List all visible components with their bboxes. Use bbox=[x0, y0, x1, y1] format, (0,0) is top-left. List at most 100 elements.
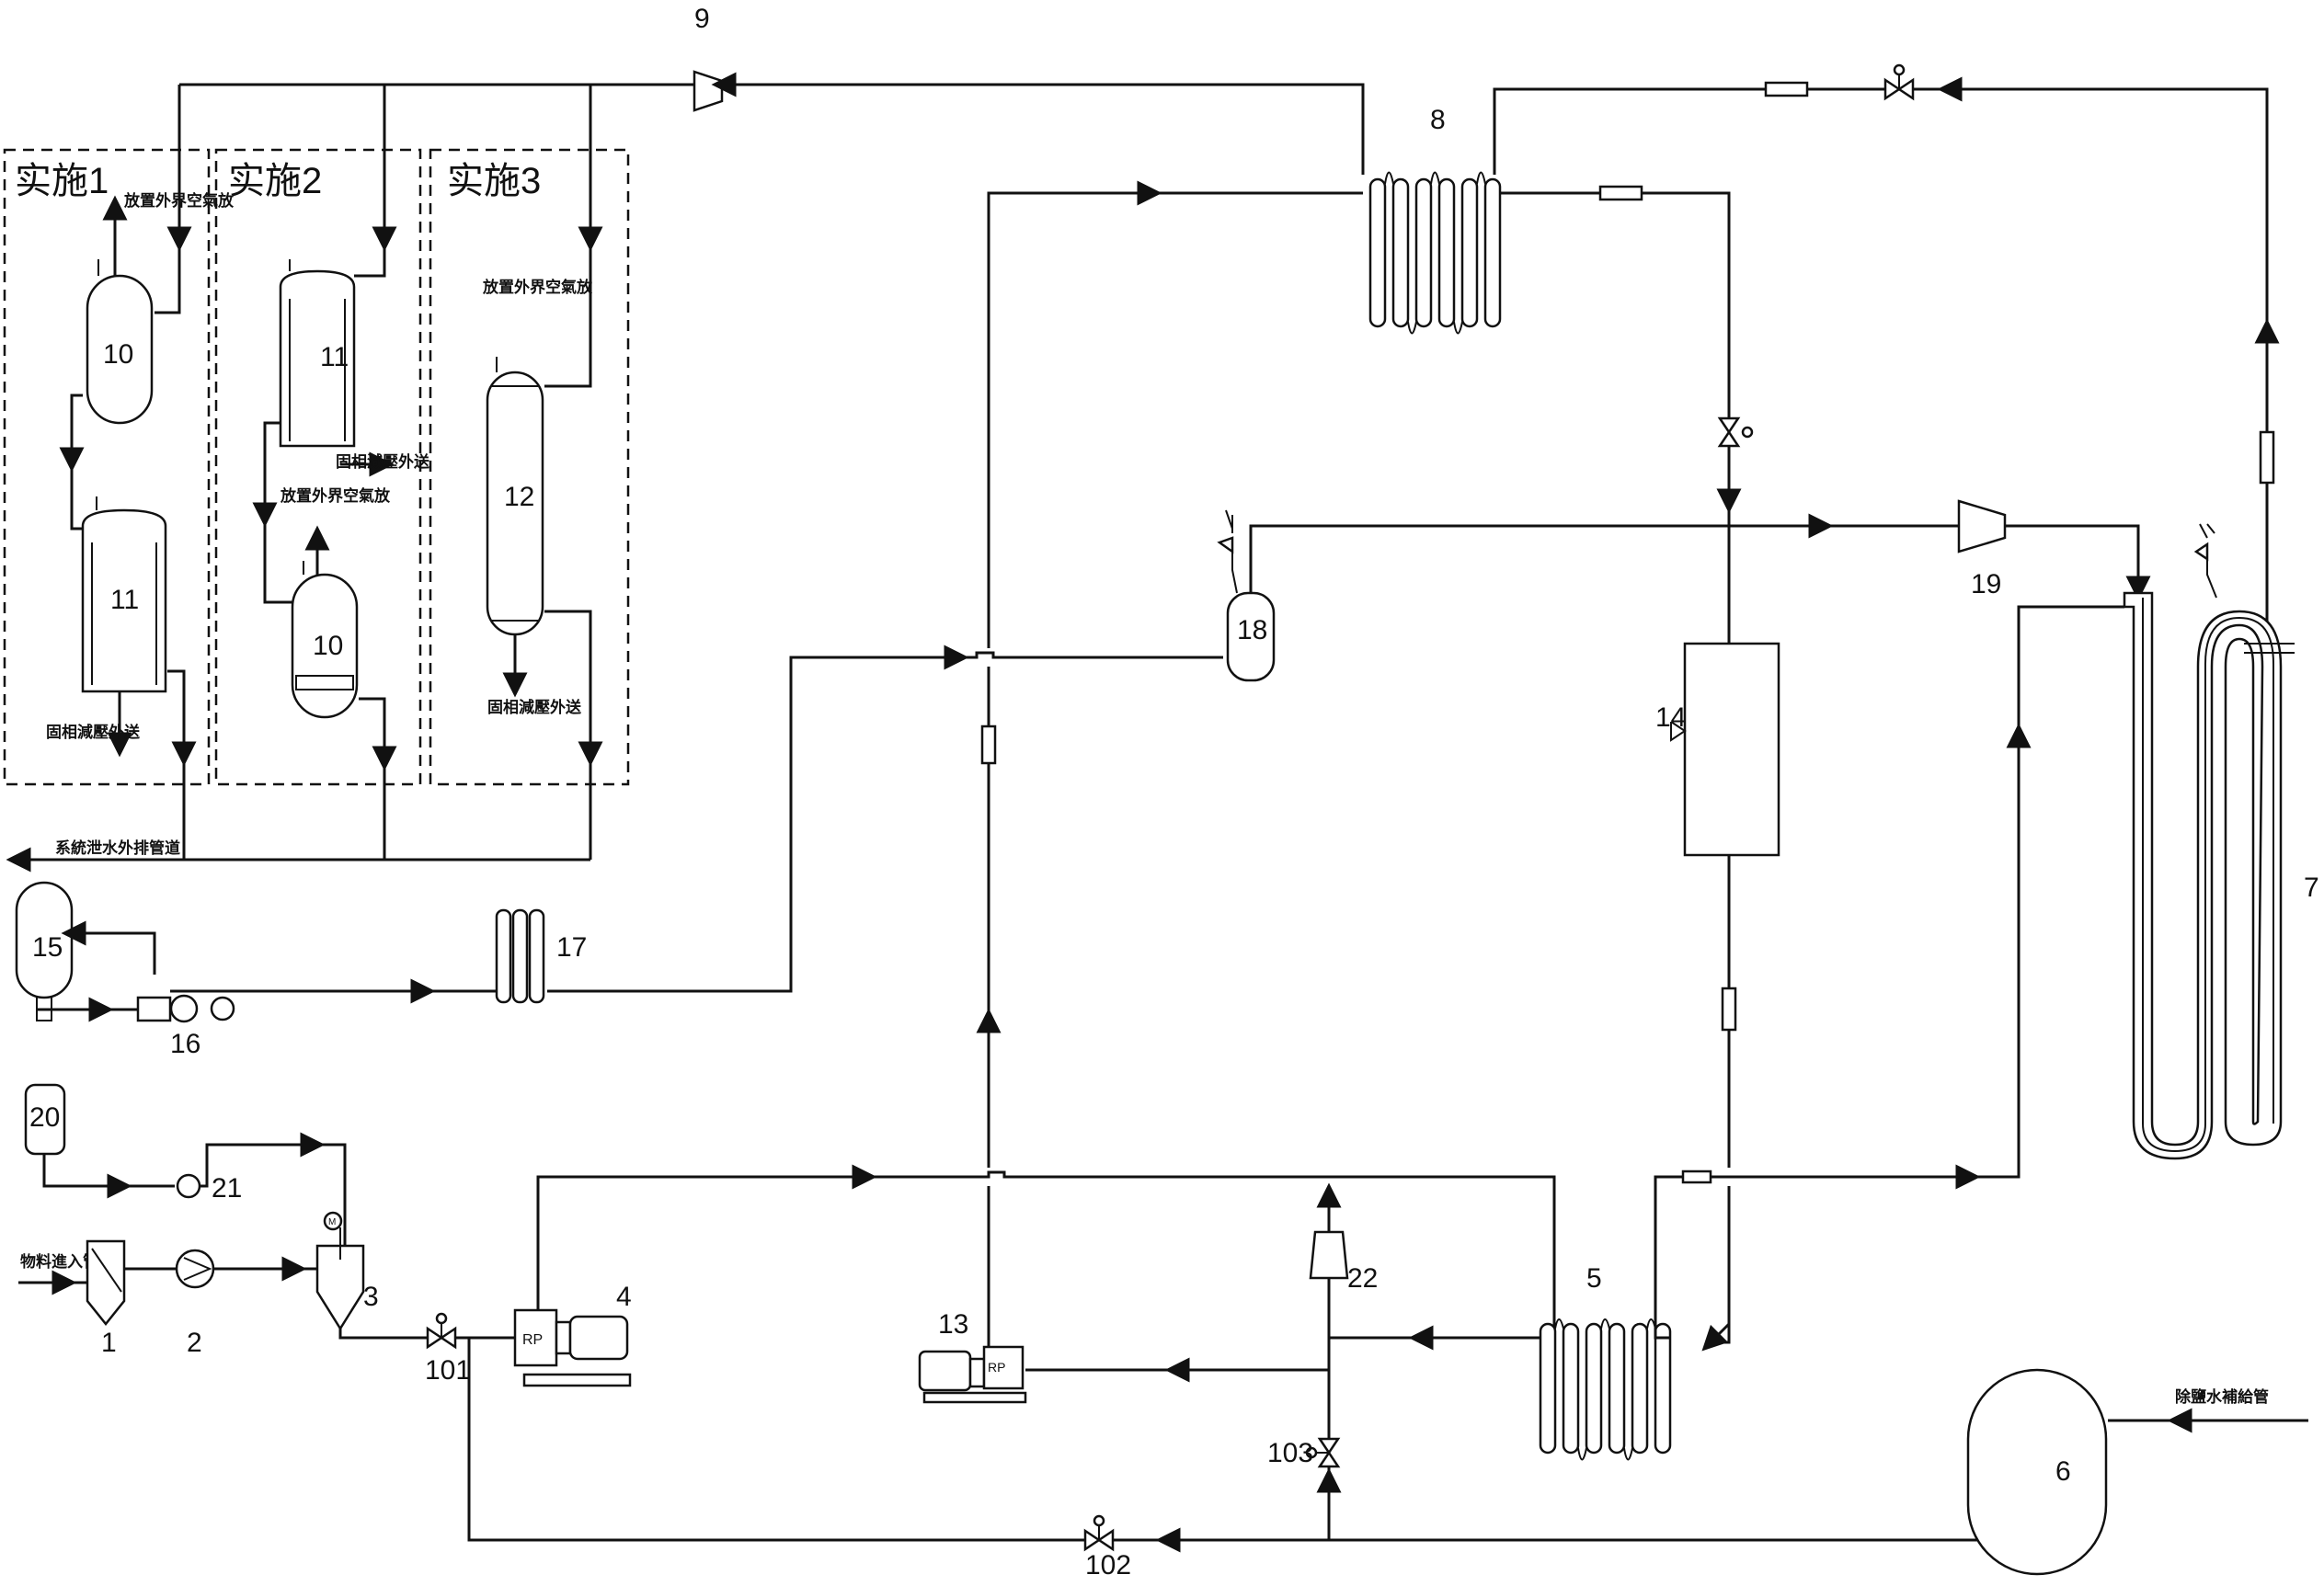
compressor-9: 9 bbox=[693, 4, 724, 112]
note-z1-solid: 固相減壓外送 bbox=[46, 723, 141, 741]
heat-exchanger-7: 7 bbox=[2123, 591, 2319, 1160]
label-11a: 11 bbox=[110, 585, 139, 615]
note-z3-vent: 放置外界空氣放 bbox=[482, 278, 593, 296]
drain-zone-2 bbox=[359, 697, 386, 860]
circulation-pump-4: RP 4 bbox=[513, 1282, 632, 1387]
label-22: 22 bbox=[1347, 1263, 1378, 1294]
flash-tank-18: 18 bbox=[1226, 591, 1276, 682]
drain-zone-3 bbox=[544, 610, 592, 860]
line-3-to-4 bbox=[338, 1329, 515, 1340]
label-8: 8 bbox=[1430, 105, 1446, 135]
tank-20: 20 bbox=[24, 1083, 66, 1156]
label-rp-4: RP bbox=[522, 1332, 543, 1348]
line-17-to-18 bbox=[547, 651, 1223, 993]
vacuum-22: 22 bbox=[1309, 1230, 1378, 1294]
label-21: 21 bbox=[212, 1173, 242, 1204]
line-5-right-riser bbox=[1654, 1175, 1683, 1340]
reactor-14: 14 bbox=[1655, 642, 1780, 857]
line-14-lower bbox=[1715, 855, 1731, 1344]
valve-101: 101 bbox=[425, 1312, 471, 1386]
compressor-19: 19 bbox=[1957, 499, 2007, 599]
drain-zone-1 bbox=[167, 669, 186, 860]
safety-valve-18 bbox=[1217, 509, 1238, 594]
flowmeter-7 bbox=[2259, 430, 2275, 485]
zone-embodiment-2: 实施2 bbox=[214, 148, 422, 786]
valve-102: 102 bbox=[1083, 1514, 1131, 1580]
valve-103: 103 bbox=[1267, 1437, 1341, 1468]
pump-13: RP 13 bbox=[918, 1309, 1027, 1404]
pump-16: 16 bbox=[136, 994, 235, 1059]
label-5: 5 bbox=[1586, 1263, 1602, 1294]
flowmeter-5 bbox=[1681, 1170, 1712, 1184]
line-8-to-14 bbox=[1499, 191, 1731, 501]
pump-2: 2 bbox=[175, 1249, 215, 1358]
condenser-5: 5 bbox=[1539, 1263, 1672, 1461]
line-10-to-11-zone-1 bbox=[70, 394, 83, 531]
label-4: 4 bbox=[616, 1282, 632, 1312]
pump-21: 21 bbox=[176, 1173, 242, 1204]
label-103: 103 bbox=[1267, 1438, 1313, 1468]
vessel-10-zone-2: 10 bbox=[291, 573, 359, 719]
zone-3-title: 实施3 bbox=[447, 161, 541, 201]
mixer-3: M 3 bbox=[315, 1211, 379, 1331]
label-16: 16 bbox=[170, 1029, 200, 1059]
note-z3-solid: 固相減壓外送 bbox=[487, 698, 582, 716]
label-3: 3 bbox=[363, 1282, 379, 1312]
line-13-riser-top bbox=[987, 191, 1363, 648]
heater-17: 17 bbox=[495, 908, 587, 1004]
line-19-to-7 bbox=[2005, 524, 2151, 601]
label-12: 12 bbox=[504, 482, 534, 512]
label-1: 1 bbox=[101, 1328, 117, 1358]
note-z2-solid: 固相減壓外送 bbox=[336, 452, 430, 471]
flowmeter-13 bbox=[980, 725, 997, 765]
column-12-zone-3: 12 bbox=[486, 371, 544, 636]
label-20: 20 bbox=[29, 1102, 60, 1133]
valve-8-top bbox=[1883, 63, 1915, 101]
evaporator-8: 8 bbox=[1368, 105, 1502, 335]
label-15: 15 bbox=[32, 932, 63, 963]
safety-valve-7 bbox=[2193, 523, 2217, 599]
zone-embodiment-1: 实施1 bbox=[3, 148, 211, 786]
reactor-11-zone-2: 11 bbox=[279, 269, 356, 448]
label-17: 17 bbox=[556, 932, 587, 963]
recirc-to-15 bbox=[61, 920, 156, 975]
line-5-to-13 bbox=[1025, 1336, 1540, 1372]
branch-arrows bbox=[166, 147, 603, 252]
flowmeter-14 bbox=[1721, 987, 1737, 1032]
label-102: 102 bbox=[1085, 1550, 1131, 1580]
line-21-to-3 bbox=[200, 1143, 347, 1246]
label-101: 101 bbox=[425, 1355, 471, 1386]
zone-embodiment-3: 实施3 bbox=[429, 148, 630, 786]
filter-1: 1 bbox=[86, 1239, 126, 1358]
note-z2-vent: 放置外界空氣放 bbox=[280, 486, 391, 505]
line-11-to-10-zone-2 bbox=[263, 421, 292, 604]
tank-6: 6 bbox=[1966, 1368, 2108, 1576]
flowmeter-8-top bbox=[1764, 81, 1809, 97]
line-4-out bbox=[536, 1170, 1556, 1333]
label-13: 13 bbox=[938, 1309, 968, 1340]
flowmeter-8 bbox=[1598, 185, 1643, 201]
line-18-to-19 bbox=[1249, 524, 1959, 593]
label-19: 19 bbox=[1971, 569, 2001, 599]
zone-1-title: 实施1 bbox=[15, 161, 109, 201]
tank-15: 15 bbox=[15, 881, 74, 1021]
label-9: 9 bbox=[694, 4, 710, 34]
label-motor-3: M bbox=[328, 1217, 336, 1227]
label-7: 7 bbox=[2304, 873, 2319, 903]
label-14: 14 bbox=[1655, 702, 1686, 733]
line-8-top-to-7 bbox=[1493, 87, 2269, 644]
label-6: 6 bbox=[2055, 1456, 2071, 1487]
note-system-drain: 系統泄水外排管道 bbox=[55, 839, 180, 857]
vapor-line-8-to-9 bbox=[711, 72, 1365, 175]
vessel-10-zone-1: 10 bbox=[86, 274, 154, 425]
branch-zone-3 bbox=[544, 85, 592, 388]
reactor-11-zone-1: 11 bbox=[81, 508, 167, 693]
line-4-return bbox=[467, 1338, 1986, 1542]
note-z1-vent: 放置外界空氣放 bbox=[123, 191, 235, 210]
line-20-to-21 bbox=[42, 1154, 175, 1188]
label-11b: 11 bbox=[320, 342, 349, 372]
line-5-to-7 bbox=[1711, 605, 2124, 1179]
zone-2-title: 实施2 bbox=[228, 161, 322, 201]
valve-14-inlet bbox=[1717, 416, 1754, 448]
